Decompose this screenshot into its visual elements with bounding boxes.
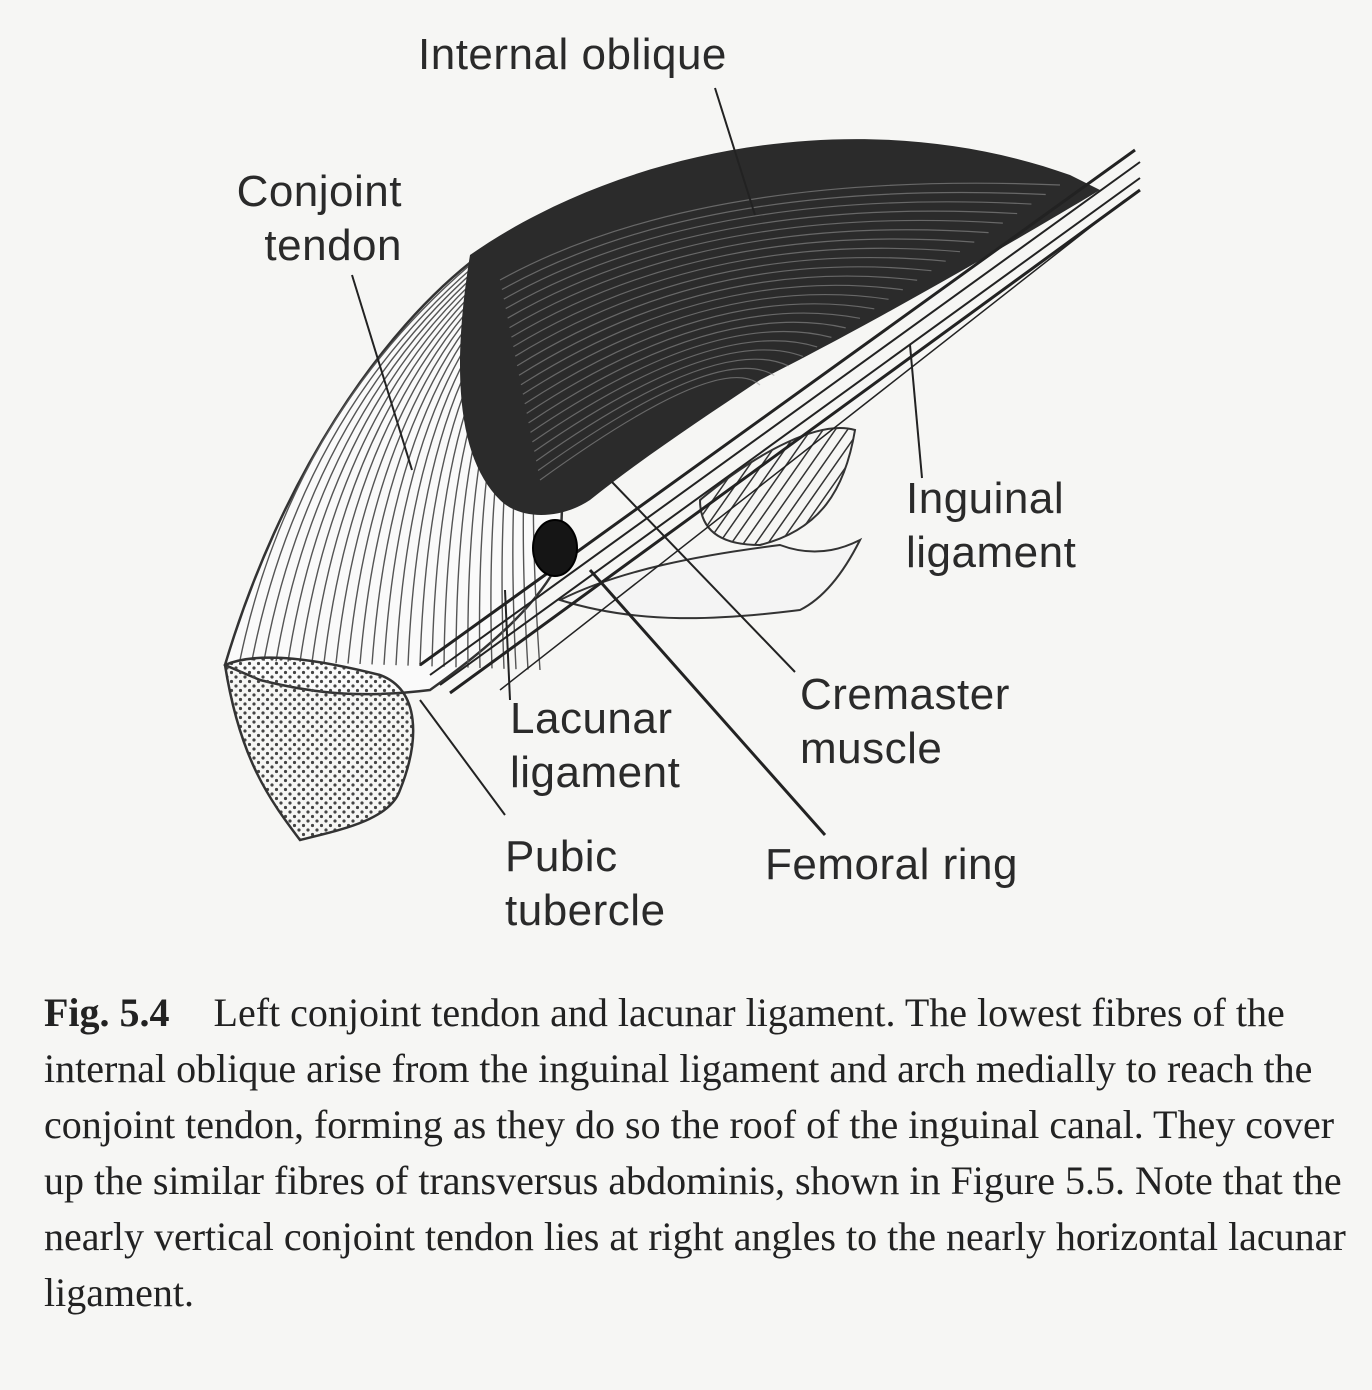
label-inguinal-ligament: Inguinal ligament — [906, 472, 1076, 580]
leader-pubic-tubercle — [420, 700, 505, 815]
label-lacunar-ligament: Lacunar ligament — [510, 692, 680, 800]
figure-caption: Fig. 5.4Left conjoint tendon and lacunar… — [44, 985, 1349, 1321]
leader-inguinal-ligament — [910, 345, 922, 478]
label-conjoint-tendon: Conjoint tendon — [212, 165, 402, 273]
femoral-ring-shape — [533, 520, 577, 576]
caption-text: Left conjoint tendon and lacunar ligamen… — [44, 990, 1346, 1315]
figure-number: Fig. 5.4 — [44, 990, 170, 1035]
anatomy-illustration — [0, 0, 1372, 960]
label-femoral-ring: Femoral ring — [765, 838, 1018, 892]
pubic-tubercle-shape — [225, 658, 413, 840]
label-cremaster-muscle: Cremaster muscle — [800, 668, 1010, 776]
label-pubic-tubercle: Pubic tubercle — [505, 830, 666, 938]
label-internal-oblique: Internal oblique — [418, 28, 727, 82]
